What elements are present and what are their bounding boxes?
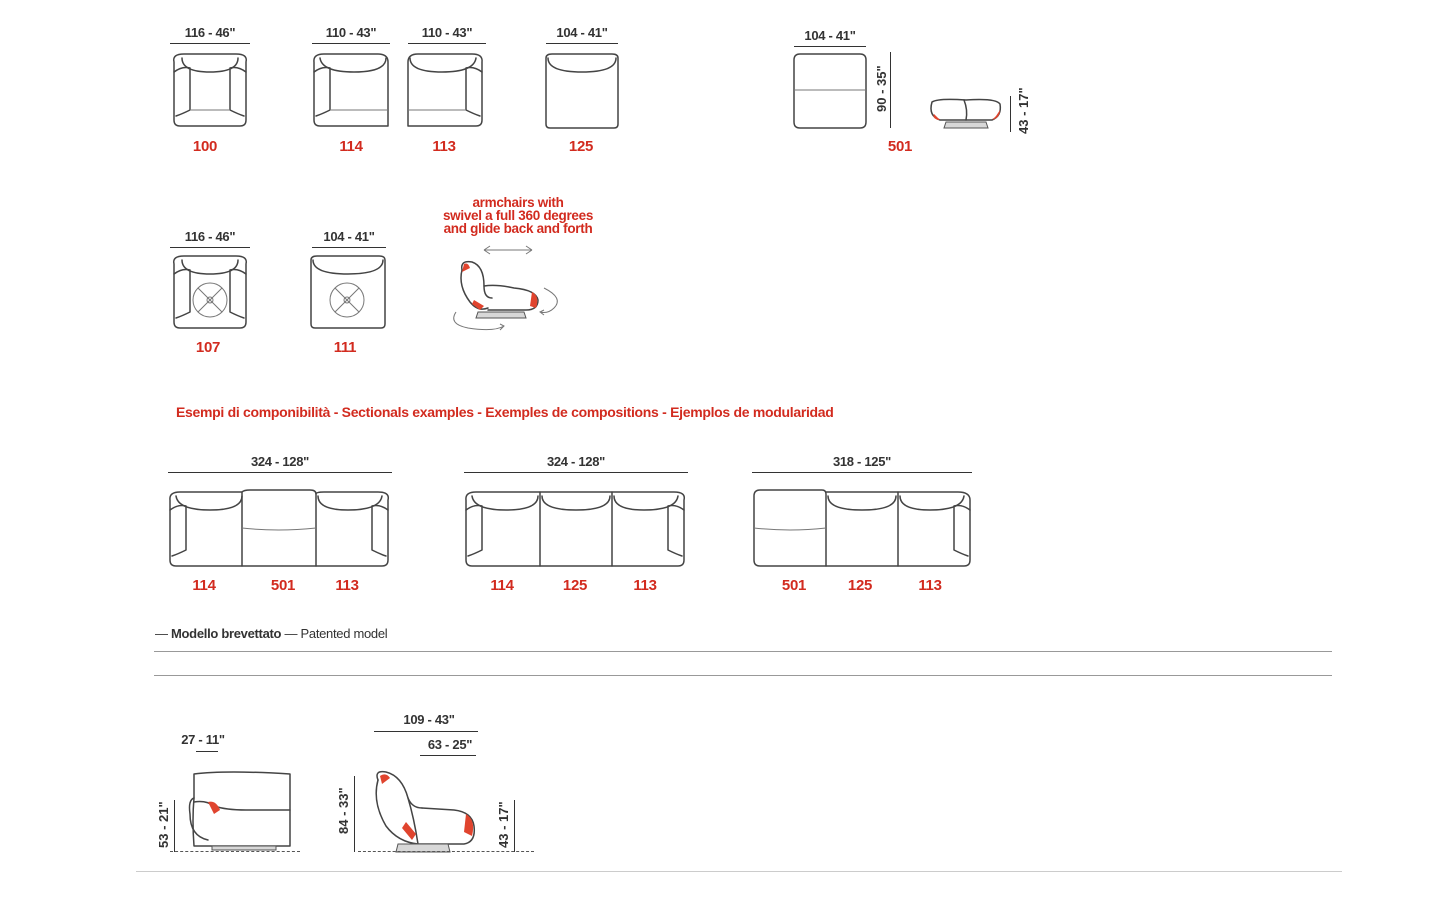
dimension-line bbox=[752, 472, 972, 473]
dimension-line-vertical bbox=[1010, 96, 1011, 132]
bottom-divider bbox=[136, 871, 1342, 872]
armchair-front-view-icon bbox=[188, 771, 291, 851]
module-100-width: 116 - 46" bbox=[184, 25, 236, 40]
dimension-line bbox=[408, 43, 486, 44]
sectional-2-code-3: 113 bbox=[633, 577, 657, 594]
swivel-note-line-3: and glide back and forth bbox=[443, 221, 593, 236]
sectional-1-code-2: 501 bbox=[270, 577, 296, 594]
dimension-line bbox=[170, 43, 250, 44]
sectional-2-plan-icon bbox=[465, 491, 686, 567]
module-113-width: 110 - 43" bbox=[421, 25, 473, 40]
front-profile-height: 53 - 21" bbox=[156, 801, 171, 848]
ottoman-501-side-icon bbox=[930, 98, 1002, 129]
module-501-depth: 90 - 35" bbox=[874, 65, 889, 112]
module-125-width: 104 - 41" bbox=[556, 25, 608, 40]
swivel-note: armchairs with swivel a full 360 degrees… bbox=[418, 195, 618, 236]
side-profile-depth-total: 109 - 43" bbox=[403, 712, 455, 727]
sectional-3-code-3: 113 bbox=[918, 577, 942, 594]
sectional-3-width: 318 - 125" bbox=[832, 454, 892, 469]
module-125-code: 125 bbox=[568, 138, 594, 155]
swivel-module-111-plan-icon bbox=[310, 255, 386, 329]
front-profile-width: 27 - 11" bbox=[181, 732, 225, 747]
divider bbox=[154, 675, 1332, 676]
sectional-1-code-1: 114 bbox=[192, 577, 216, 594]
dimension-line-vertical bbox=[354, 776, 355, 852]
module-100-code: 100 bbox=[192, 138, 218, 155]
module-125-plan-icon bbox=[545, 53, 619, 129]
dimension-line bbox=[312, 43, 390, 44]
sectional-3-code-1: 501 bbox=[781, 577, 807, 594]
sectional-1-width: 324 - 128" bbox=[250, 454, 310, 469]
divider bbox=[154, 651, 1332, 652]
patent-note: — Modello brevettato — Patented model bbox=[155, 626, 388, 641]
dimension-line bbox=[312, 247, 386, 248]
sectional-1-code-3: 113 bbox=[335, 577, 359, 594]
swivel-armchair-motion-icon bbox=[453, 245, 558, 331]
module-107-width: 116 - 46" bbox=[184, 229, 236, 244]
module-113-code: 113 bbox=[432, 138, 456, 155]
dimension-line bbox=[794, 46, 866, 47]
dimension-line bbox=[170, 247, 250, 248]
side-profile-depth-seat: 63 - 25" bbox=[427, 737, 473, 752]
armchair-side-view-icon bbox=[375, 770, 476, 853]
module-501-code: 501 bbox=[887, 138, 913, 155]
module-501-height: 43 - 17" bbox=[1016, 87, 1031, 134]
floor-line bbox=[358, 851, 534, 852]
dimension-line bbox=[546, 43, 618, 44]
swivel-note-line-1: armchairs with bbox=[472, 195, 564, 210]
patent-note-en: Patented model bbox=[300, 626, 388, 641]
swivel-note-line-2: swivel a full 360 degrees bbox=[442, 208, 594, 223]
dimension-line bbox=[196, 751, 218, 752]
dimension-line-vertical bbox=[890, 52, 891, 128]
sectional-3-code-2: 125 bbox=[847, 577, 873, 594]
sectional-1-plan-icon bbox=[169, 489, 390, 567]
side-profile-height-total: 84 - 33" bbox=[336, 787, 351, 834]
armchair-113-plan-icon bbox=[407, 53, 483, 127]
patent-note-it: Modello brevettato bbox=[171, 626, 282, 641]
module-114-code: 114 bbox=[339, 138, 363, 155]
ottoman-501-plan-icon bbox=[793, 53, 867, 129]
sectional-2-code-1: 114 bbox=[490, 577, 514, 594]
dimension-line bbox=[464, 472, 688, 473]
side-profile-height-seat: 43 - 17" bbox=[496, 801, 511, 848]
armchair-100-plan-icon bbox=[172, 53, 248, 127]
module-111-code: 111 bbox=[333, 339, 357, 356]
swivel-armchair-107-plan-icon bbox=[172, 255, 248, 329]
module-107-code: 107 bbox=[195, 339, 221, 356]
dimension-line-vertical bbox=[174, 800, 175, 852]
dimension-line-vertical bbox=[514, 800, 515, 852]
sectional-2-code-2: 125 bbox=[562, 577, 588, 594]
floor-line bbox=[170, 851, 300, 852]
armchair-114-plan-icon bbox=[313, 53, 389, 127]
sectionals-title: Esempi di componibilità - Sectionals exa… bbox=[176, 404, 834, 420]
module-114-width: 110 - 43" bbox=[325, 25, 377, 40]
sectional-2-width: 324 - 128" bbox=[546, 454, 606, 469]
module-501-width: 104 - 41" bbox=[804, 28, 856, 43]
sectional-3-plan-icon bbox=[753, 489, 971, 567]
module-111-width: 104 - 41" bbox=[323, 229, 375, 244]
dimension-line bbox=[374, 731, 478, 732]
dimension-line bbox=[168, 472, 392, 473]
dimension-line bbox=[420, 755, 476, 756]
